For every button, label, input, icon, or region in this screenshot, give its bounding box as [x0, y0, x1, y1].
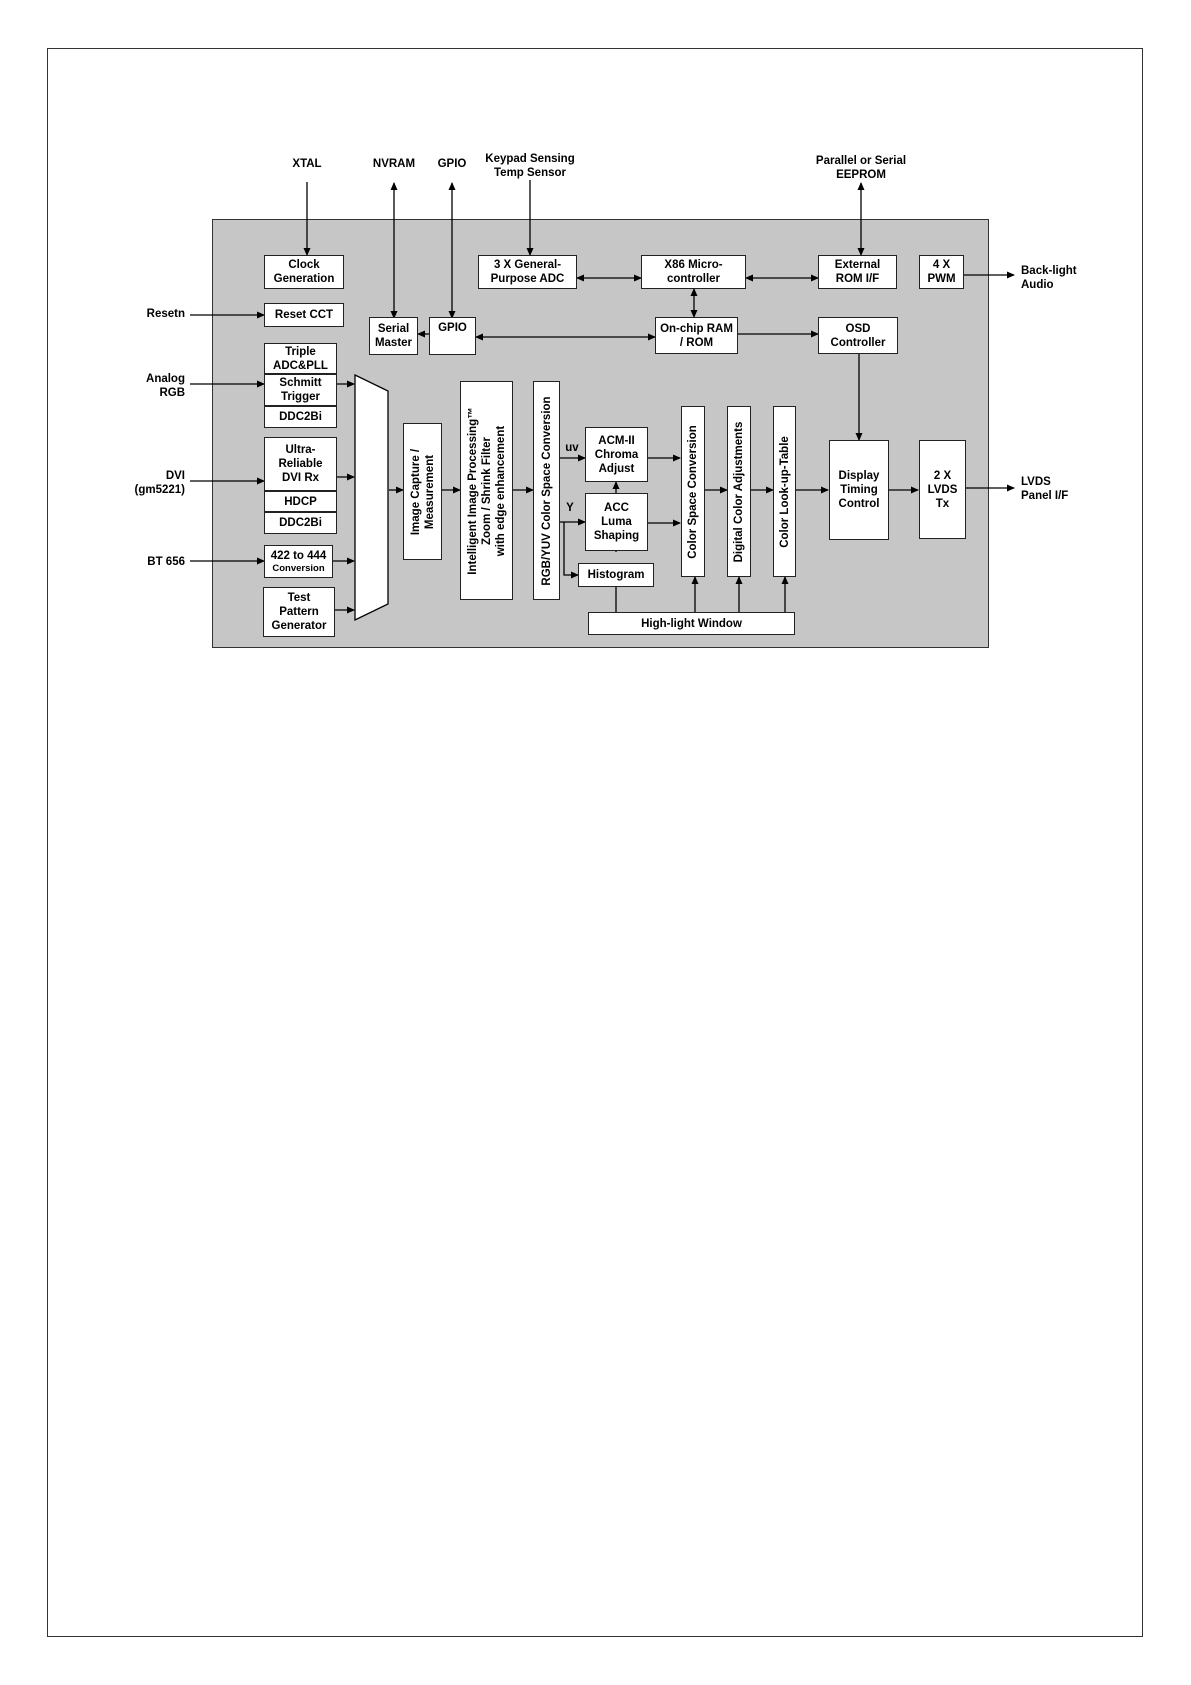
- block-osd-controller: OSD Controller: [818, 317, 898, 354]
- iip-line1: Intelligent Image Processing™: [466, 406, 479, 575]
- image-capture-line1: Image Capture /: [409, 448, 422, 535]
- block-pwm: 4 X PWM: [919, 255, 964, 289]
- label-backlight: Back-light Audio: [1021, 264, 1121, 292]
- block-ddc2bi-1: DDC2Bi: [264, 406, 337, 428]
- label-lvds-panel: LVDS Panel I/F: [1021, 475, 1121, 503]
- page-frame: [47, 48, 1143, 1637]
- block-hdcp: HDCP: [264, 491, 337, 512]
- block-color-space-conversion: Color Space Conversion: [681, 406, 705, 577]
- block-intelligent-image-processing: Intelligent Image Processing™ Zoom / Shr…: [460, 381, 513, 600]
- iip-line2: Zoom / Shrink Filter: [480, 436, 493, 545]
- block-serial-master: Serial Master: [369, 317, 418, 355]
- label-dvi: DVI (gm5221): [110, 469, 186, 497]
- label-xtal: XTAL: [292, 158, 322, 170]
- label-analog-line2: RGB: [159, 387, 185, 399]
- block-highlight-window: High-light Window: [588, 612, 795, 635]
- block-iip-text: Intelligent Image Processing™ Zoom / Shr…: [466, 407, 508, 574]
- label-lvds-line2: Panel I/F: [1021, 490, 1069, 502]
- label-eeprom: Parallel or Serial EEPROM: [796, 154, 926, 182]
- block-dca-text: Digital Color Adjustments: [733, 421, 745, 562]
- input-mux: [354, 373, 389, 622]
- block-rgb-yuv-conversion: RGB/YUV Color Space Conversion: [533, 381, 560, 600]
- label-y: Y: [566, 502, 574, 514]
- label-backlight-line1: Back-light: [1021, 265, 1077, 277]
- label-gpio-ext: GPIO: [437, 158, 467, 170]
- block-422-top: 422 to 444: [270, 550, 327, 562]
- label-backlight-line2: Audio: [1021, 279, 1054, 291]
- block-dvi-rx: Ultra-Reliable DVI Rx: [264, 437, 337, 491]
- label-resetn: Resetn: [146, 308, 185, 320]
- label-nvram: NVRAM: [372, 158, 416, 170]
- label-dvi-line2: (gm5221): [134, 484, 186, 496]
- block-triple-adc: Triple ADC&PLL: [264, 343, 337, 374]
- block-ram-rom: On-chip RAM / ROM: [655, 317, 738, 354]
- block-display-timing: Display Timing Control: [829, 440, 889, 540]
- block-ddc2bi-2: DDC2Bi: [264, 512, 337, 534]
- block-histogram: Histogram: [578, 563, 654, 587]
- block-rgb-yuv-text: RGB/YUV Color Space Conversion: [540, 395, 553, 586]
- block-external-rom: External ROM I/F: [818, 255, 897, 289]
- label-eeprom-line2: EEPROM: [836, 169, 886, 181]
- block-digital-color-adjustments: Digital Color Adjustments: [727, 406, 751, 577]
- block-gpio: GPIO: [429, 317, 476, 355]
- label-uv: uv: [565, 442, 579, 454]
- block-acc-luma: ACC Luma Shaping: [585, 493, 648, 551]
- block-image-capture-text: Image Capture / Measurement: [409, 448, 437, 534]
- block-test-pattern: Test Pattern Generator: [263, 587, 335, 637]
- label-lvds-line1: LVDS: [1021, 476, 1051, 488]
- block-422-to-444: 422 to 444 Conversion: [264, 545, 333, 578]
- block-csc-text: Color Space Conversion: [687, 424, 699, 559]
- label-keypad-line2: Temp Sensor: [494, 167, 566, 179]
- block-lvds-tx: 2 X LVDS Tx: [919, 440, 966, 539]
- block-acm-chroma: ACM-II Chroma Adjust: [585, 427, 648, 482]
- image-capture-line2: Measurement: [423, 454, 436, 529]
- block-color-lookup-table: Color Look-up-Table: [773, 406, 796, 577]
- label-eeprom-line1: Parallel or Serial: [815, 155, 907, 167]
- block-clock-generation: Clock Generation: [264, 255, 344, 289]
- label-bt656: BT 656: [147, 556, 185, 568]
- block-image-capture: Image Capture / Measurement: [403, 423, 442, 560]
- label-dvi-line1: DVI: [165, 470, 185, 482]
- iip-line3: with edge enhancement: [494, 425, 507, 556]
- label-analog-line1: Analog: [146, 373, 185, 385]
- block-schmitt-trigger: Schmitt Trigger: [264, 374, 337, 406]
- block-clut-text: Color Look-up-Table: [778, 435, 791, 548]
- block-reset-cct: Reset CCT: [264, 303, 344, 327]
- label-analog-rgb: Analog RGB: [120, 372, 185, 400]
- label-keypad-line1: Keypad Sensing: [485, 153, 575, 165]
- block-adc-general: 3 X General-Purpose ADC: [478, 255, 577, 289]
- block-micro-controller: X86 Micro-controller: [641, 255, 746, 289]
- label-keypad: Keypad Sensing Temp Sensor: [470, 152, 590, 180]
- block-422-bottom: Conversion: [272, 563, 325, 574]
